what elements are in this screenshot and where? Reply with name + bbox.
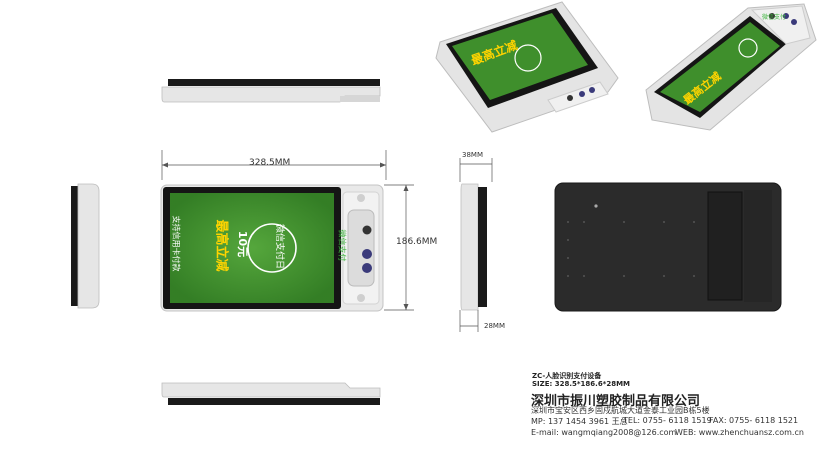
width-dimension [161,150,387,180]
email: E-mail: wangmqiang2008@126.com [531,428,677,437]
bottom-view [160,380,382,406]
front-brand-name: 微信支付 [337,229,347,262]
mobile: MP: 137 1454 3961 王总 [531,417,628,426]
front-promo-line2: 10元 [236,230,250,258]
back-view [554,182,782,312]
web: WEB: www.zhenchuansz.com.cn [675,428,804,437]
address: 深圳市宝安区西乡固戍航城大道金泰工业园B栋5楼 [531,406,710,415]
company-name: 深圳市振川塑胶制品有限公司 [531,394,701,409]
fax: FAX: 0755- 6118 1521 [709,416,799,425]
depth-top-label: 38MM [462,151,483,159]
depth-bottom-label: 28MM [484,322,505,330]
model-label: ZC-人脸识别支付设备 [532,372,602,380]
front-slogan: 支持信用卡付款 [171,215,181,272]
front-view [160,184,384,312]
depth-dimension-bottom [459,310,479,332]
height-dimension [384,184,414,311]
perspective-view-1 [430,0,620,135]
perspective-view-2 [640,0,820,140]
persp2-brand: 微信支付 [762,14,787,21]
size-label: SIZE: 328.5*186.6*28MM [532,380,631,388]
depth-dimension-top [459,158,493,182]
front-promo-line1: 最高立减 [213,219,229,272]
top-view [160,78,382,104]
height-label: 186.6MM [396,237,438,247]
width-label: 328.5MM [249,158,291,168]
left-side-view [70,183,100,309]
right-side-view [460,183,492,311]
front-day-label: 微信支付日 [274,223,285,270]
tel: TEL: 0755- 6118 1519 [623,416,712,425]
